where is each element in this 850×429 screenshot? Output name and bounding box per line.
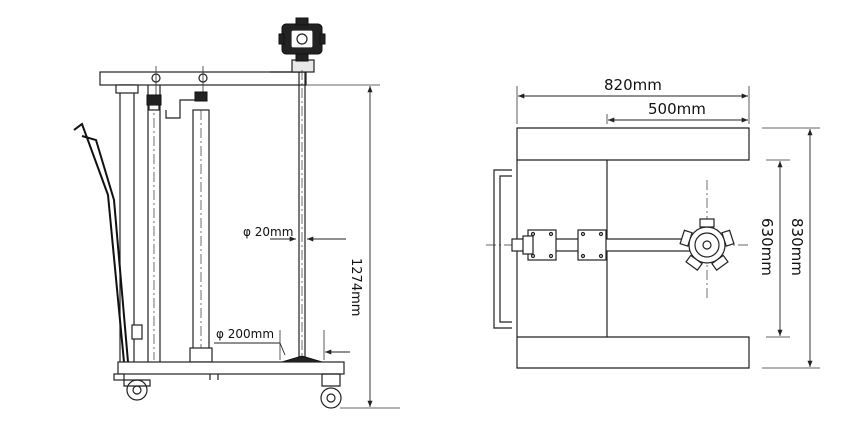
width-inner-label: 500mm [648, 100, 706, 118]
motor-top-view [679, 218, 735, 271]
depth-inner-label: 630mm [758, 218, 776, 276]
base-frame [117, 361, 345, 375]
front-wheel [126, 379, 148, 401]
width-top-label: 820mm [604, 76, 662, 94]
impeller-diameter-label: φ 200mm [216, 327, 274, 341]
push-handle [73, 122, 125, 363]
side-view: φ 20mm φ 200mm 1274mm [73, 17, 400, 409]
top-view-handle [493, 169, 512, 329]
motor-mount [291, 59, 315, 73]
depth-outer-label: 830mm [788, 218, 806, 276]
shaft-diameter-label: φ 20mm [243, 225, 293, 239]
height-label: 1274mm [348, 258, 363, 316]
rear-wheel [320, 387, 342, 409]
top-view: 820mm 500mm [486, 76, 820, 369]
